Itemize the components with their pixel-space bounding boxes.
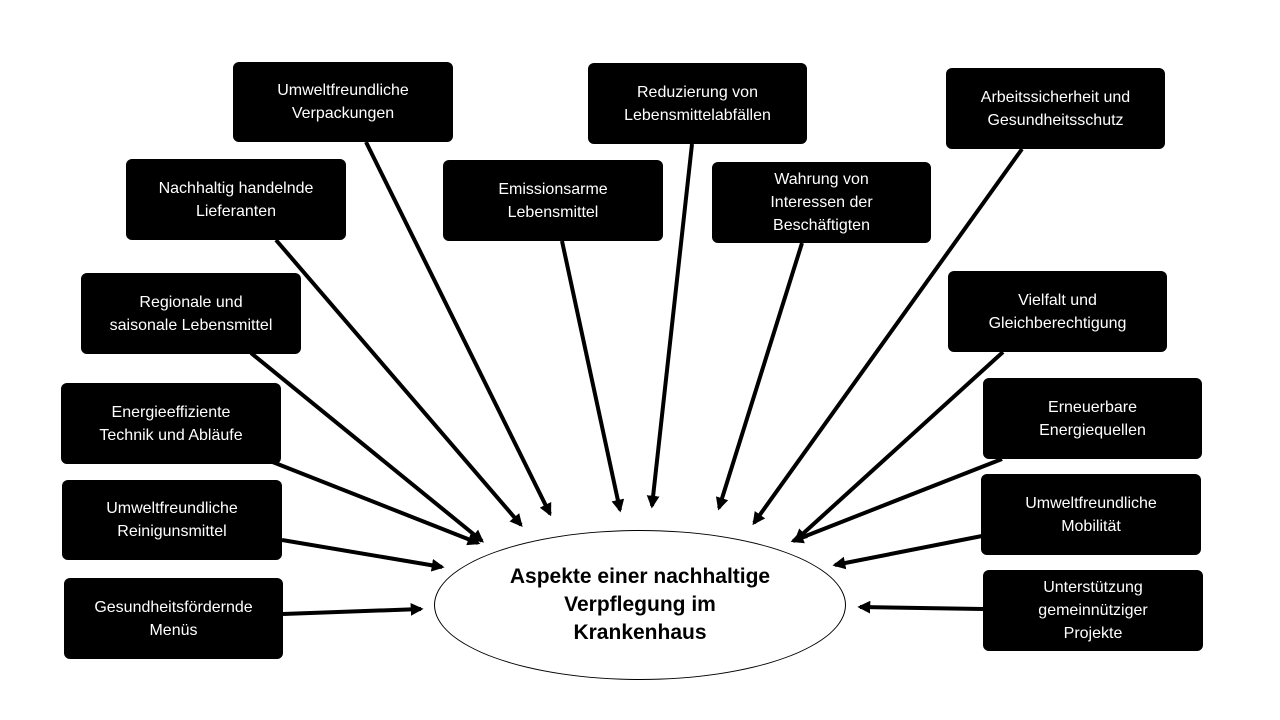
central-topic-label: Aspekte einer nachhaltige Verpflegung im… xyxy=(509,565,771,644)
aspect-box-mobilitaet: Umweltfreundliche Mobilität xyxy=(981,474,1201,555)
arrow-abfaelle xyxy=(646,143,694,509)
aspect-box-reinigungsmittel: Umweltfreundliche Reinigunsmittel xyxy=(62,480,282,560)
arrow-energieeffizient xyxy=(269,459,481,546)
arrow-erneuerbar xyxy=(790,457,1003,544)
aspect-box-lieferanten: Nachhaltig handelnde Lieferanten xyxy=(126,159,346,240)
aspect-box-abfaelle: Reduzierung von Lebensmittelabfällen xyxy=(588,63,807,144)
aspect-box-beschaeftigte: Wahrung von Interessen der Beschäftigten xyxy=(712,162,931,243)
arrow-mobilitaet xyxy=(832,534,983,570)
aspect-label: Umweltfreundliche Mobilität xyxy=(1025,494,1157,535)
aspect-box-energieeffizient: Energieeffiziente Technik und Abläufe xyxy=(61,383,281,464)
aspect-box-regional: Regionale und saisonale Lebensmittel xyxy=(81,273,301,354)
arrow-beschaeftigte xyxy=(715,242,804,511)
aspect-label: Umweltfreundliche Verpackungen xyxy=(277,82,409,122)
arrow-regional xyxy=(249,351,484,543)
aspect-label: Emissionsarme Lebensmittel xyxy=(498,180,608,221)
arrow-menues xyxy=(282,602,424,616)
aspect-box-verpackungen: Umweltfreundliche Verpackungen xyxy=(233,62,453,142)
arrow-projekte xyxy=(857,600,984,614)
arrow-emissionsarm xyxy=(560,240,625,513)
aspect-label: Regionale und saisonale Lebensmittel xyxy=(109,293,273,334)
arrow-verpackungen xyxy=(364,141,552,517)
central-topic-ellipse: Aspekte einer nachhaltige Verpflegung im… xyxy=(434,530,846,680)
aspect-box-projekte: Unterstützung gemeinnütziger Projekte xyxy=(983,570,1203,651)
aspect-label: Reduzierung von Lebensmittelabfällen xyxy=(624,83,771,124)
aspect-label: Nachhaltig handelnde Lieferanten xyxy=(158,179,314,220)
aspect-label: Arbeitssicherheit und Gesundheitsschutz xyxy=(980,88,1131,129)
aspect-box-erneuerbar: Erneuerbare Energiequellen xyxy=(983,378,1202,459)
aspect-box-vielfalt: Vielfalt und Gleichberechtigung xyxy=(948,271,1167,352)
aspect-label: Umweltfreundliche Reinigunsmittel xyxy=(106,500,238,540)
arrow-reinigungsmittel xyxy=(281,538,445,572)
aspect-box-arbeitssicherheit: Arbeitssicherheit und Gesundheitsschutz xyxy=(946,68,1165,149)
aspect-label: Vielfalt und Gleichberechtigung xyxy=(988,291,1127,332)
aspect-label: Energieeffiziente Technik und Abläufe xyxy=(99,403,243,444)
aspect-label: Erneuerbare Energiequellen xyxy=(1039,398,1146,439)
aspect-box-emissionsarm: Emissionsarme Lebensmittel xyxy=(443,160,663,241)
arrow-vielfalt xyxy=(794,350,1005,542)
aspect-label: Gesundheitsfördernde Menüs xyxy=(94,598,253,639)
arrow-arbeitssicherheit xyxy=(752,147,1024,526)
aspect-label: Wahrung von Interessen der Beschäftigten xyxy=(770,171,873,234)
arrow-lieferanten xyxy=(274,238,523,527)
aspect-box-menues: Gesundheitsfördernde Menüs xyxy=(64,578,283,659)
aspect-label: Unterstützung gemeinnütziger Projekte xyxy=(1038,579,1148,642)
